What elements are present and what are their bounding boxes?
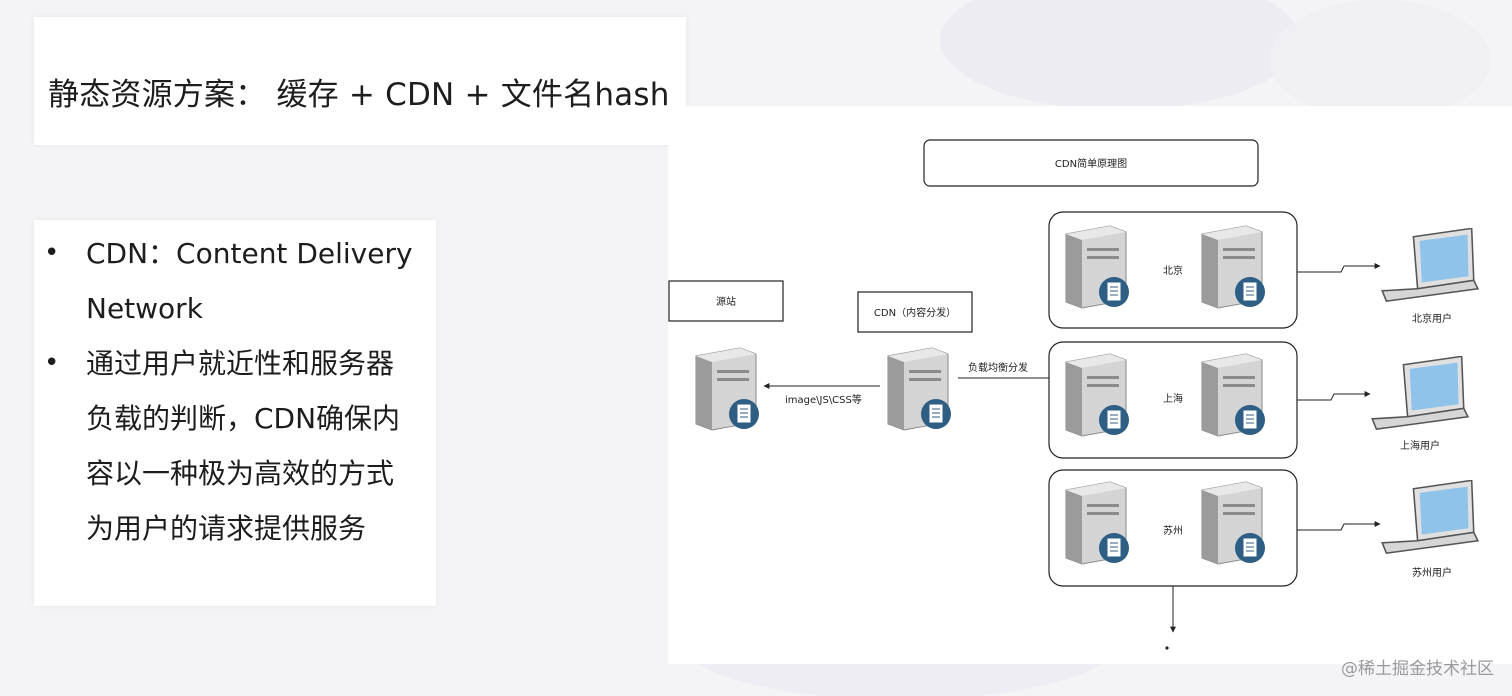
user-label: 上海用户	[1400, 439, 1440, 452]
bullet-dot-icon: •	[44, 238, 60, 268]
cluster-server-icon	[1065, 353, 1130, 437]
laptop-icon	[1381, 480, 1479, 554]
slide-title: 静态资源方案： 缓存 + CDN + 文件名hash	[48, 77, 670, 113]
cluster-shanghai: 上海 上海用户	[1048, 341, 1469, 459]
user-label: 北京用户	[1412, 312, 1452, 325]
title-card: 静态资源方案： 缓存 + CDN + 文件名hash	[34, 17, 686, 145]
user-edge	[1297, 263, 1381, 273]
bullet-dot-icon: •	[44, 348, 60, 378]
continuation-dot	[1165, 646, 1169, 650]
cluster-suzhou: 苏州 苏州用户	[1048, 469, 1479, 587]
origin-server-icon	[695, 347, 760, 431]
cluster-server-icon	[1201, 353, 1266, 437]
watermark: @稀土掘金技术社区	[1341, 659, 1494, 679]
dispatch-edge-label: 负载均衡分发	[968, 361, 1028, 374]
cluster-city-label: 上海	[1163, 392, 1183, 405]
user-label: 苏州用户	[1412, 566, 1452, 579]
origin-edge-label: image\JS\CSS等	[785, 393, 862, 406]
diagram-title-box	[923, 139, 1259, 187]
cluster-city-label: 苏州	[1163, 524, 1183, 537]
origin-label: 源站	[716, 295, 736, 308]
cdn-label: CDN（内容分发）	[874, 306, 956, 319]
diagram-title: CDN简单原理图	[1055, 157, 1127, 170]
bullet-text: 通过用户就近性和服务器负载的判断，CDN确保内容以一种极为高效的方式为用户的请求…	[86, 347, 401, 545]
cluster-city-label: 北京	[1163, 264, 1183, 277]
laptop-icon	[1371, 356, 1469, 430]
user-edge	[1297, 391, 1371, 401]
cdn-label-box	[857, 291, 973, 333]
bullet-text: CDN：Content Delivery Network	[86, 237, 413, 325]
cdn-server-icon	[887, 347, 952, 431]
bullet-card: • CDN：Content Delivery Network • 通过用户就近性…	[34, 220, 436, 606]
laptop-icon	[1381, 228, 1479, 302]
user-edge	[1297, 521, 1381, 531]
cluster-server-icon	[1065, 225, 1130, 309]
cluster-server-icon	[1201, 481, 1266, 565]
origin-label-box	[668, 280, 784, 322]
cluster-server-icon	[1065, 481, 1130, 565]
cluster-beijing: 北京 北京用户	[1048, 211, 1479, 329]
cluster-server-icon	[1201, 225, 1266, 309]
cdn-diagram: CDN简单原理图 源站 CDN（内容分发） image\JS\CSS等 负载均衡…	[668, 106, 1512, 664]
